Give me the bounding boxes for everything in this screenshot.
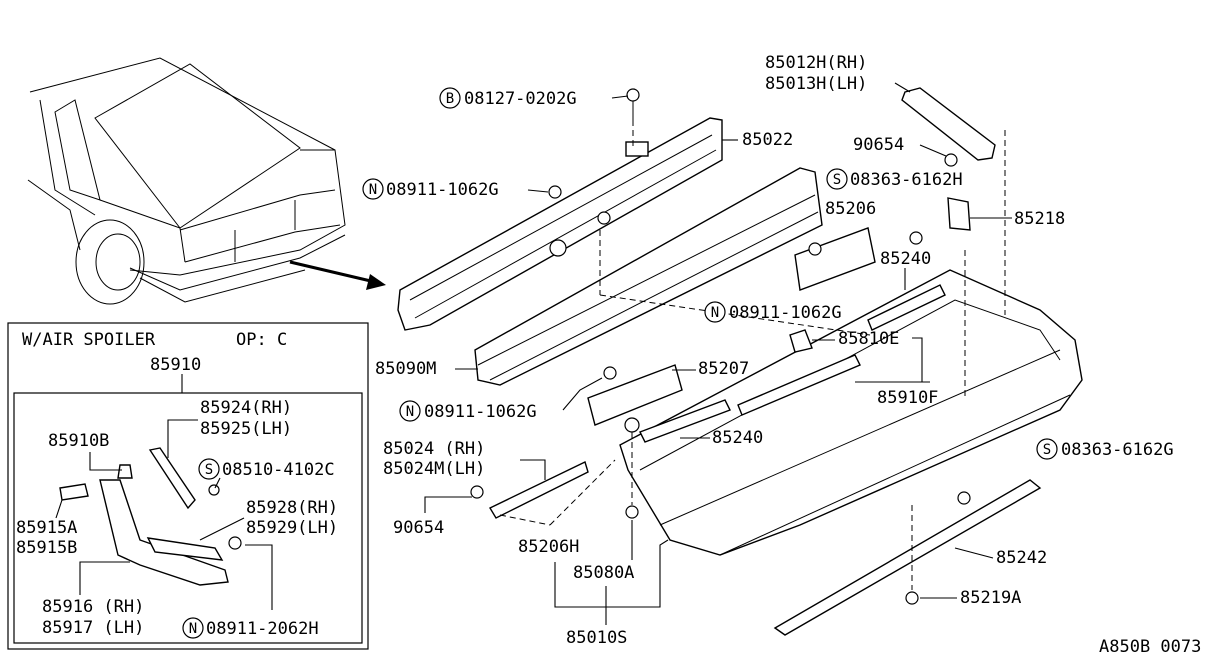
s-marker-3	[1036, 438, 1058, 460]
label-85024m: 85024M(LH)	[383, 459, 485, 479]
callout-08363-6162g: 08363-6162G	[1061, 440, 1174, 460]
label-90654-a: 90654	[853, 135, 904, 155]
callout-08510-4102c: 08510-4102C	[222, 460, 335, 480]
n-marker-2	[704, 301, 726, 323]
inset-assembly-label: 85910	[150, 355, 201, 375]
label-85915b: 85915B	[16, 538, 77, 558]
callout-08911-2062h: 08911-2062H	[206, 619, 319, 639]
n-marker-1	[362, 178, 384, 200]
n-code-3: N	[406, 404, 414, 420]
label-85917: 85917 (LH)	[42, 618, 144, 638]
label-85810e: 85810E	[838, 329, 899, 349]
label-85242: 85242	[996, 548, 1047, 568]
dashed-guide-lines	[499, 120, 1006, 590]
label-85218: 85218	[1014, 209, 1065, 229]
n-marker-3	[399, 400, 421, 422]
label-85929: 85929(LH)	[246, 518, 338, 538]
label-85240-b: 85240	[712, 428, 763, 448]
label-85924: 85924(RH)	[200, 398, 292, 418]
b-marker	[439, 87, 461, 109]
label-85915a: 85915A	[16, 518, 77, 538]
inset-header: W/AIR SPOILER	[22, 330, 156, 350]
label-85925: 85925(LH)	[200, 419, 292, 439]
label-85022: 85022	[742, 130, 793, 150]
direction-arrow	[289, 260, 386, 290]
s-marker-2	[826, 168, 848, 190]
s-code-1: S	[205, 462, 213, 478]
main-labels: B 08127-0202G 85012H(RH) 85013H(LH) 8502…	[362, 53, 1201, 657]
callout-08127-0202g: 08127-0202G	[464, 89, 577, 109]
s-code-3: S	[1043, 442, 1051, 458]
label-85916: 85916 (RH)	[42, 597, 144, 617]
label-85080a: 85080A	[573, 563, 634, 583]
label-85024: 85024 (RH)	[383, 439, 485, 459]
s-code-2: S	[833, 172, 841, 188]
mounting-brackets	[489, 87, 1042, 636]
label-85090m: 85090M	[375, 359, 436, 379]
car-illustration	[27, 57, 346, 305]
label-85240-a: 85240	[880, 249, 931, 269]
label-90654-b: 90654	[393, 518, 444, 538]
label-85206h: 85206H	[518, 537, 579, 557]
fasteners	[470, 88, 971, 605]
label-85013h: 85013H(LH)	[765, 74, 867, 94]
callout-08911-1062g-c: 08911-1062G	[424, 402, 537, 422]
n-code-2: N	[711, 305, 719, 321]
air-spoiler-inset: W/AIR SPOILER OP: C 85910 85924(RH) 8592…	[7, 322, 369, 650]
energy-absorber-85090m	[474, 167, 823, 386]
callout-08911-1062g-b: 08911-1062G	[729, 303, 842, 323]
drawing-id: A850B 0073	[1099, 637, 1201, 657]
inset-option: OP: C	[236, 330, 287, 350]
reinforcement-85022	[397, 117, 723, 331]
s-marker-1	[198, 458, 220, 480]
bumper-fascia-85022h	[619, 269, 1083, 556]
label-85910b: 85910B	[48, 431, 109, 451]
n-marker-4	[182, 617, 204, 639]
label-85207: 85207	[698, 359, 749, 379]
callout-08363-6162h: 08363-6162H	[850, 170, 963, 190]
label-85219a: 85219A	[960, 588, 1021, 608]
label-85012h: 85012H(RH)	[765, 53, 867, 73]
n-code-1: N	[369, 182, 377, 198]
n-code-4: N	[189, 621, 197, 637]
label-85206: 85206	[825, 199, 876, 219]
b-code: B	[446, 91, 454, 107]
label-85010s: 85010S	[566, 628, 627, 648]
label-85910f: 85910F	[877, 388, 938, 408]
label-85928: 85928(RH)	[246, 498, 338, 518]
callout-08911-1062g-a: 08911-1062G	[386, 180, 499, 200]
